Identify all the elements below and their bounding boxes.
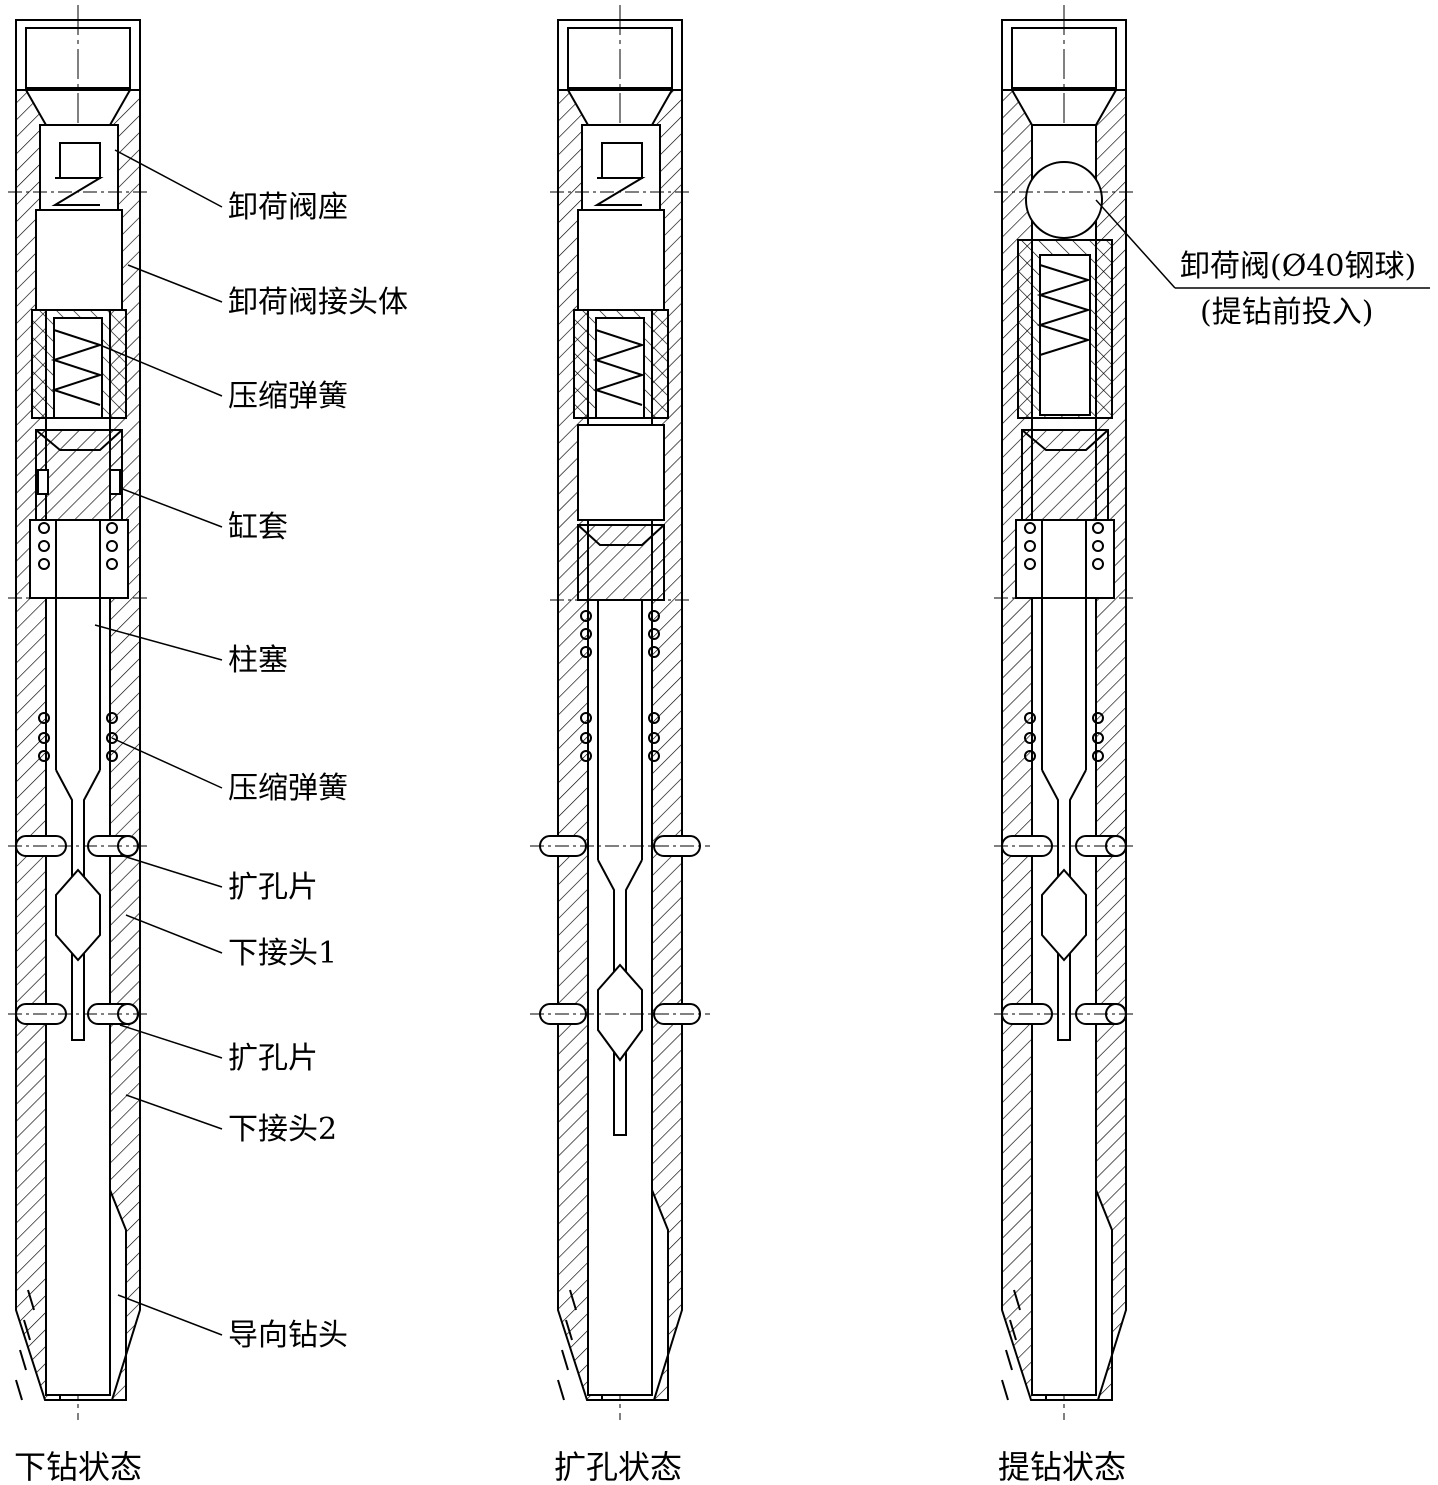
top-box-connection bbox=[1001, 19, 1127, 91]
label-unload-valve-seat: 卸荷阀座 bbox=[228, 190, 348, 225]
label-compression-spring-1: 压缩弹簧 bbox=[228, 379, 348, 414]
ball-leader bbox=[1095, 199, 1430, 289]
label-compression-spring-2: 压缩弹簧 bbox=[228, 771, 348, 806]
leader-lines bbox=[94, 149, 223, 1336]
tool-pull-out-state bbox=[994, 5, 1136, 1420]
coil-spring-upper bbox=[38, 522, 118, 570]
coil-spring-upper bbox=[580, 610, 660, 762]
piston-hatch bbox=[1021, 429, 1109, 521]
label-unload-valve-body: 卸荷阀接头体 bbox=[228, 285, 408, 320]
caption-reaming-state: 扩孔状态 bbox=[554, 1448, 682, 1485]
valve-bulb bbox=[55, 868, 101, 962]
valve-bulb bbox=[1041, 868, 1087, 962]
label-reamer-blade-2: 扩孔片 bbox=[228, 1041, 318, 1076]
label-reamer-blade-1: 扩孔片 bbox=[228, 870, 318, 905]
spring-icon bbox=[1036, 264, 1092, 356]
label-ball-note: (提钻前投入) bbox=[1200, 295, 1373, 330]
label-unload-valve-ball: 卸荷阀(Ø40钢球) bbox=[1180, 249, 1416, 284]
cutter-teeth bbox=[15, 1289, 35, 1401]
top-box-connection bbox=[557, 19, 683, 91]
caption-run-in-state: 下钻状态 bbox=[14, 1448, 142, 1485]
label-lower-sub-2: 下接头2 bbox=[228, 1112, 337, 1147]
cutter-teeth bbox=[557, 1289, 577, 1401]
spring-icon bbox=[50, 329, 104, 406]
valve-bulb bbox=[597, 963, 643, 1062]
label-pilot-bit: 导向钻头 bbox=[228, 1318, 348, 1353]
coil-spring-lower bbox=[38, 712, 118, 762]
coil-spring-upper bbox=[1024, 522, 1104, 762]
label-plunger: 柱塞 bbox=[228, 643, 288, 678]
top-box-connection bbox=[15, 19, 141, 91]
caption-pull-out-state: 提钻状态 bbox=[998, 1448, 1126, 1485]
cutter-teeth bbox=[1001, 1289, 1021, 1401]
spring-icon bbox=[592, 329, 646, 406]
tool-reaming-state bbox=[530, 5, 710, 1420]
tool-run-in-state bbox=[8, 5, 150, 1420]
label-lower-sub-1: 下接头1 bbox=[228, 936, 337, 971]
steel-ball-icon bbox=[1025, 161, 1103, 239]
label-cylinder-liner: 缸套 bbox=[228, 510, 288, 545]
